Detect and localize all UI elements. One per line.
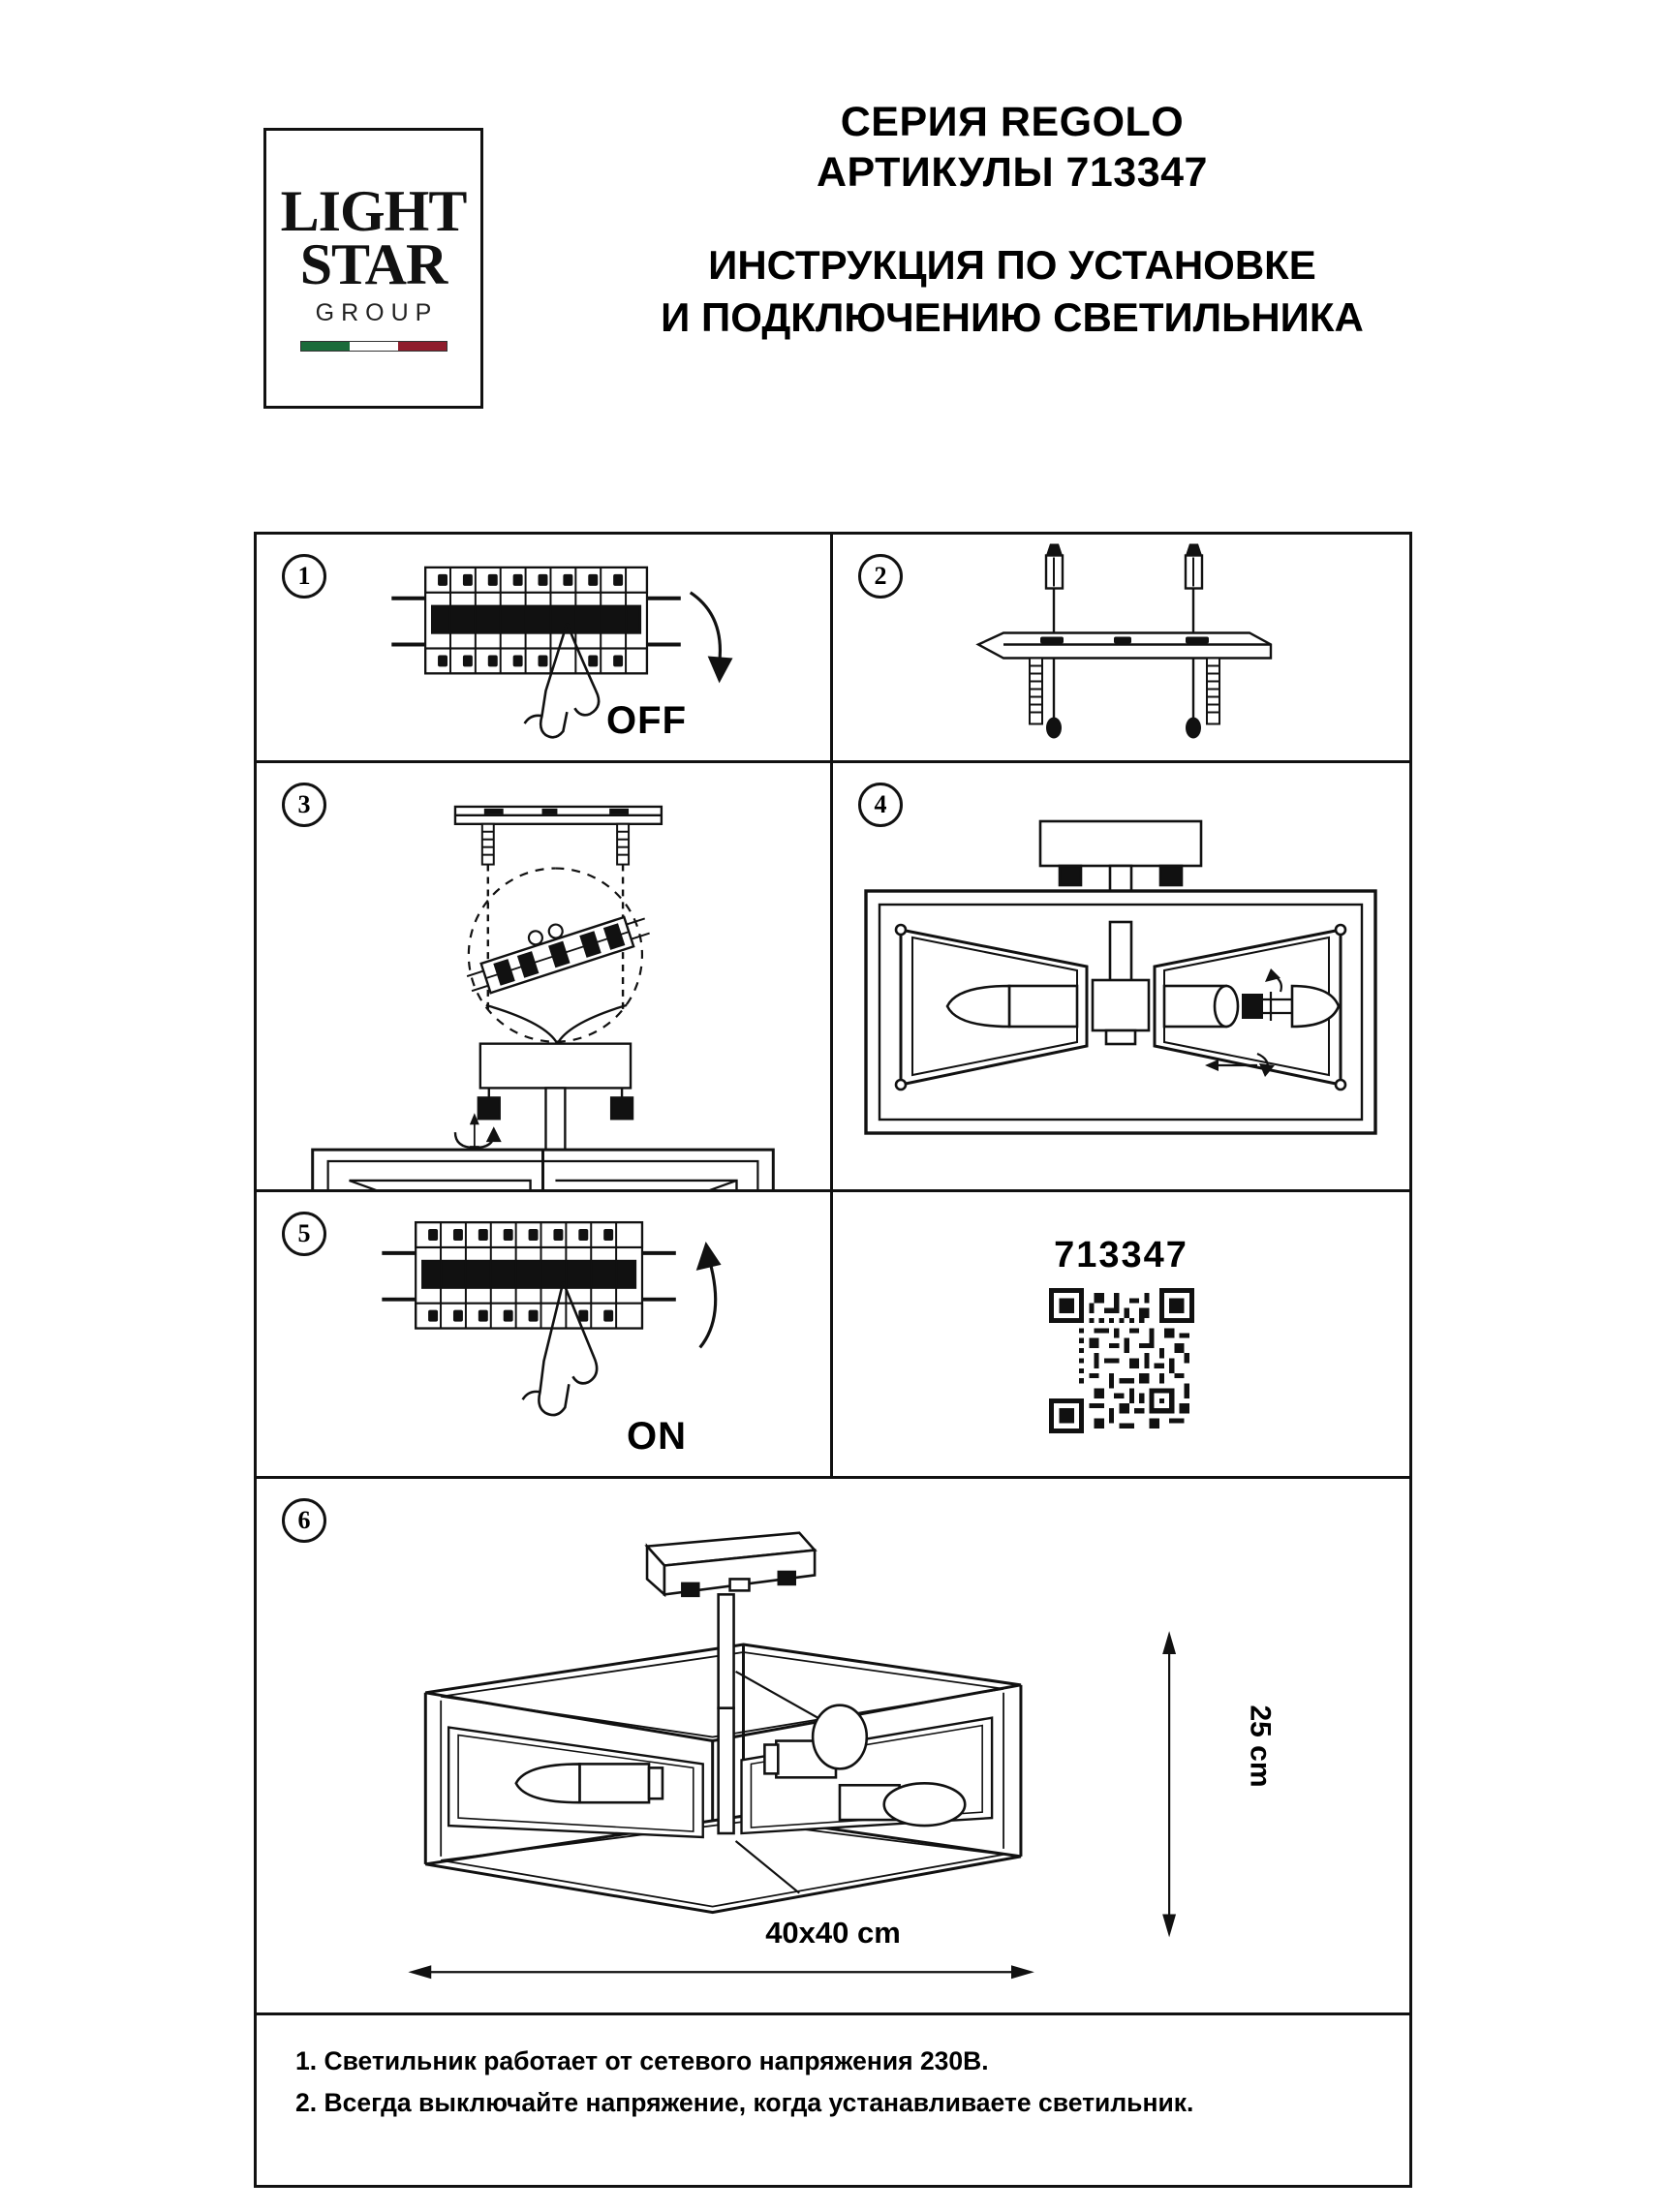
grid-row-5: 1. Светильник работает от сетевого напря… xyxy=(257,2015,1409,2186)
step-number-6: 6 xyxy=(282,1498,326,1543)
fixture-wiring-illustration xyxy=(257,763,830,1189)
step-number-5: 5 xyxy=(282,1212,326,1256)
logo-text-group: GROUP xyxy=(315,299,439,327)
width-dimension-label: 40x40 cm xyxy=(765,1916,901,1950)
step-panel-6: 6 xyxy=(257,1479,1409,2012)
notes-panel: 1. Светильник работает от сетевого напря… xyxy=(257,2015,1409,2186)
grid-row-1: 1 xyxy=(257,535,1409,763)
articles-line: АРТИКУЛЫ 713347 xyxy=(817,149,1208,197)
qr-code-icon xyxy=(1048,1288,1194,1433)
qr-panel: 713347 xyxy=(833,1192,1409,1476)
steps-grid: 1 xyxy=(254,532,1412,2188)
title-line-1: ИНСТРУКЦИЯ ПО УСТАНОВКЕ xyxy=(708,241,1316,288)
step-panel-2: 2 xyxy=(833,535,1409,760)
brand-logo: LIGHT STAR GROUP xyxy=(263,128,483,409)
step-number-3: 3 xyxy=(282,783,326,827)
step-panel-5: 5 xyxy=(257,1192,833,1476)
finished-fixture-illustration xyxy=(257,1479,1409,2012)
grid-row-3: 5 xyxy=(257,1192,1409,1479)
height-dimension-label: 25 cm xyxy=(1244,1704,1277,1788)
grid-row-2: 3 xyxy=(257,763,1409,1192)
note-safety: 2. Всегда выключайте напряжение, когда у… xyxy=(295,2087,1194,2117)
step-number-1: 1 xyxy=(282,554,326,599)
document-header: LIGHT STAR GROUP СЕРИЯ REGOLO АРТИКУЛЫ 7… xyxy=(0,97,1666,409)
title-line-2: И ПОДКЛЮЧЕНИЮ СВЕТИЛЬНИКА xyxy=(661,293,1364,340)
series-line: СЕРИЯ REGOLO xyxy=(840,99,1185,145)
step-panel-4: 4 xyxy=(833,763,1409,1189)
breaker-panel-off-illustration xyxy=(257,535,830,760)
italian-flag-icon xyxy=(299,341,447,353)
step-number-4: 4 xyxy=(858,783,903,827)
step-5-on-label: ON xyxy=(627,1415,687,1458)
header-text-block: СЕРИЯ REGOLO АРТИКУЛЫ 713347 ИНСТРУКЦИЯ … xyxy=(620,97,1404,343)
logo-text-star: STAR xyxy=(299,232,448,296)
bulb-installation-illustration xyxy=(833,763,1409,1189)
step-1-off-label: OFF xyxy=(606,699,687,742)
qr-article-number: 713347 xyxy=(1054,1235,1188,1275)
step-number-2: 2 xyxy=(858,554,903,599)
step-panel-1: 1 xyxy=(257,535,833,760)
mounting-bracket-illustration xyxy=(833,535,1409,760)
breaker-panel-on-illustration xyxy=(257,1192,830,1476)
step-panel-3: 3 xyxy=(257,763,833,1189)
grid-row-4: 6 xyxy=(257,1479,1409,2015)
logo-text-light: LIGHT xyxy=(280,178,468,243)
note-voltage: 1. Светильник работает от сетевого напря… xyxy=(295,2046,989,2075)
